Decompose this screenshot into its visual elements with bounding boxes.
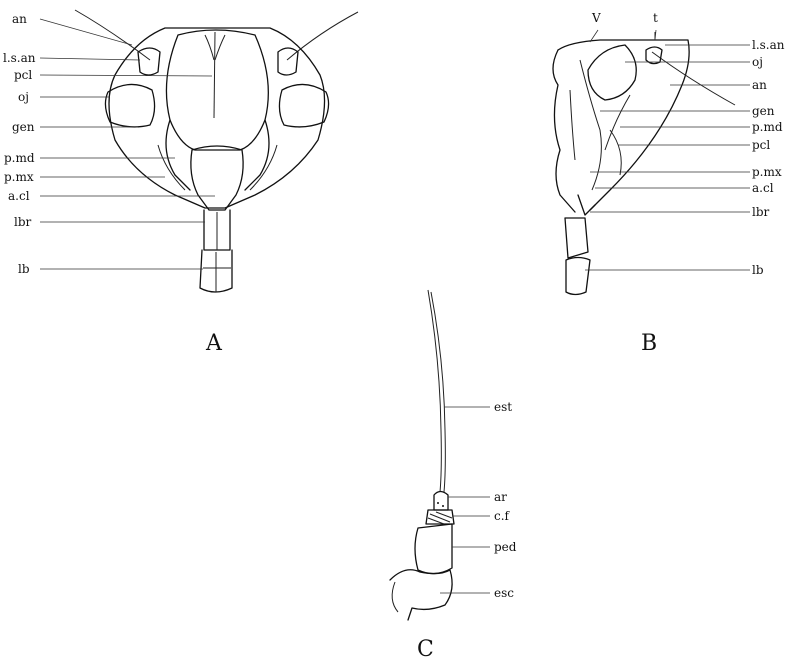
label-b-l-s-an: l.s.an [752, 38, 785, 52]
label-b-an: an [752, 78, 767, 92]
label-c-c-f: c.f [494, 509, 511, 523]
label-c-esc: esc [494, 586, 514, 600]
label-a-a-cl: a.cl [8, 189, 30, 203]
label-b-p-mx: p.mx [752, 165, 782, 179]
label-a-lb: lb [18, 262, 30, 276]
panel-c-labels: est ar c.f ped esc C [417, 400, 517, 660]
label-a-pcl: pcl [14, 68, 32, 82]
panel-letter-a: A [205, 331, 223, 356]
panel-b-leader-lines [585, 30, 750, 270]
label-c-est: est [494, 400, 512, 414]
label-b-lbr: lbr [752, 205, 770, 219]
label-c-ar: ar [494, 490, 507, 504]
panel-letter-c: C [417, 637, 434, 660]
label-c-ped: ped [494, 540, 517, 554]
label-b-v: V [591, 11, 601, 25]
label-a-p-mx: p.mx [4, 170, 34, 184]
label-a-gen: gen [12, 120, 35, 134]
panel-a-drawing [75, 10, 358, 292]
label-a-p-md: p.md [4, 151, 35, 165]
panel-letter-b: B [641, 331, 657, 356]
label-a-lbr: lbr [14, 215, 32, 229]
label-b-p-md: p.md [752, 120, 783, 134]
label-b-pcl: pcl [752, 138, 770, 152]
panel-a-labels: an l.s.an pcl oj gen p.md p.mx a.cl lbr … [3, 12, 223, 356]
label-b-t: t [653, 11, 658, 25]
label-b-gen: gen [752, 104, 775, 118]
panel-c-drawing [390, 290, 454, 620]
label-a-an: an [12, 12, 27, 26]
panel-b-drawing [553, 32, 735, 295]
label-a-l-s-an: l.s.an [3, 51, 36, 65]
label-b-oj: oj [752, 55, 763, 69]
label-b-lb: lb [752, 263, 764, 277]
label-a-oj: oj [18, 90, 29, 104]
label-b-a-cl: a.cl [752, 181, 774, 195]
